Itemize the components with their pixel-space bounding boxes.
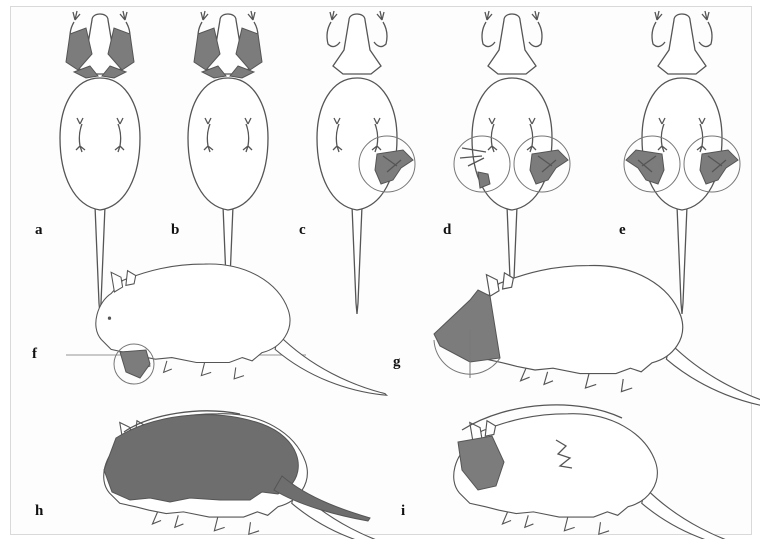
panel-e: e (619, 11, 740, 314)
panel-label-f: f (32, 346, 38, 362)
panel-label-h: h (35, 503, 44, 519)
panel-label-d: d (443, 222, 452, 238)
panel-label-i: i (401, 503, 405, 519)
panel-a: a (35, 11, 140, 314)
panel-i: i (401, 405, 759, 539)
panel-g: g (393, 265, 760, 409)
panel-h: h (35, 411, 409, 539)
panel-label-c: c (299, 222, 306, 238)
panel-label-g: g (393, 354, 401, 370)
panel-label-a: a (35, 222, 43, 238)
panel-c: c (299, 11, 415, 314)
panel-label-e: e (619, 222, 626, 238)
panel-f: f (32, 264, 387, 395)
panel-label-b: b (171, 222, 179, 238)
